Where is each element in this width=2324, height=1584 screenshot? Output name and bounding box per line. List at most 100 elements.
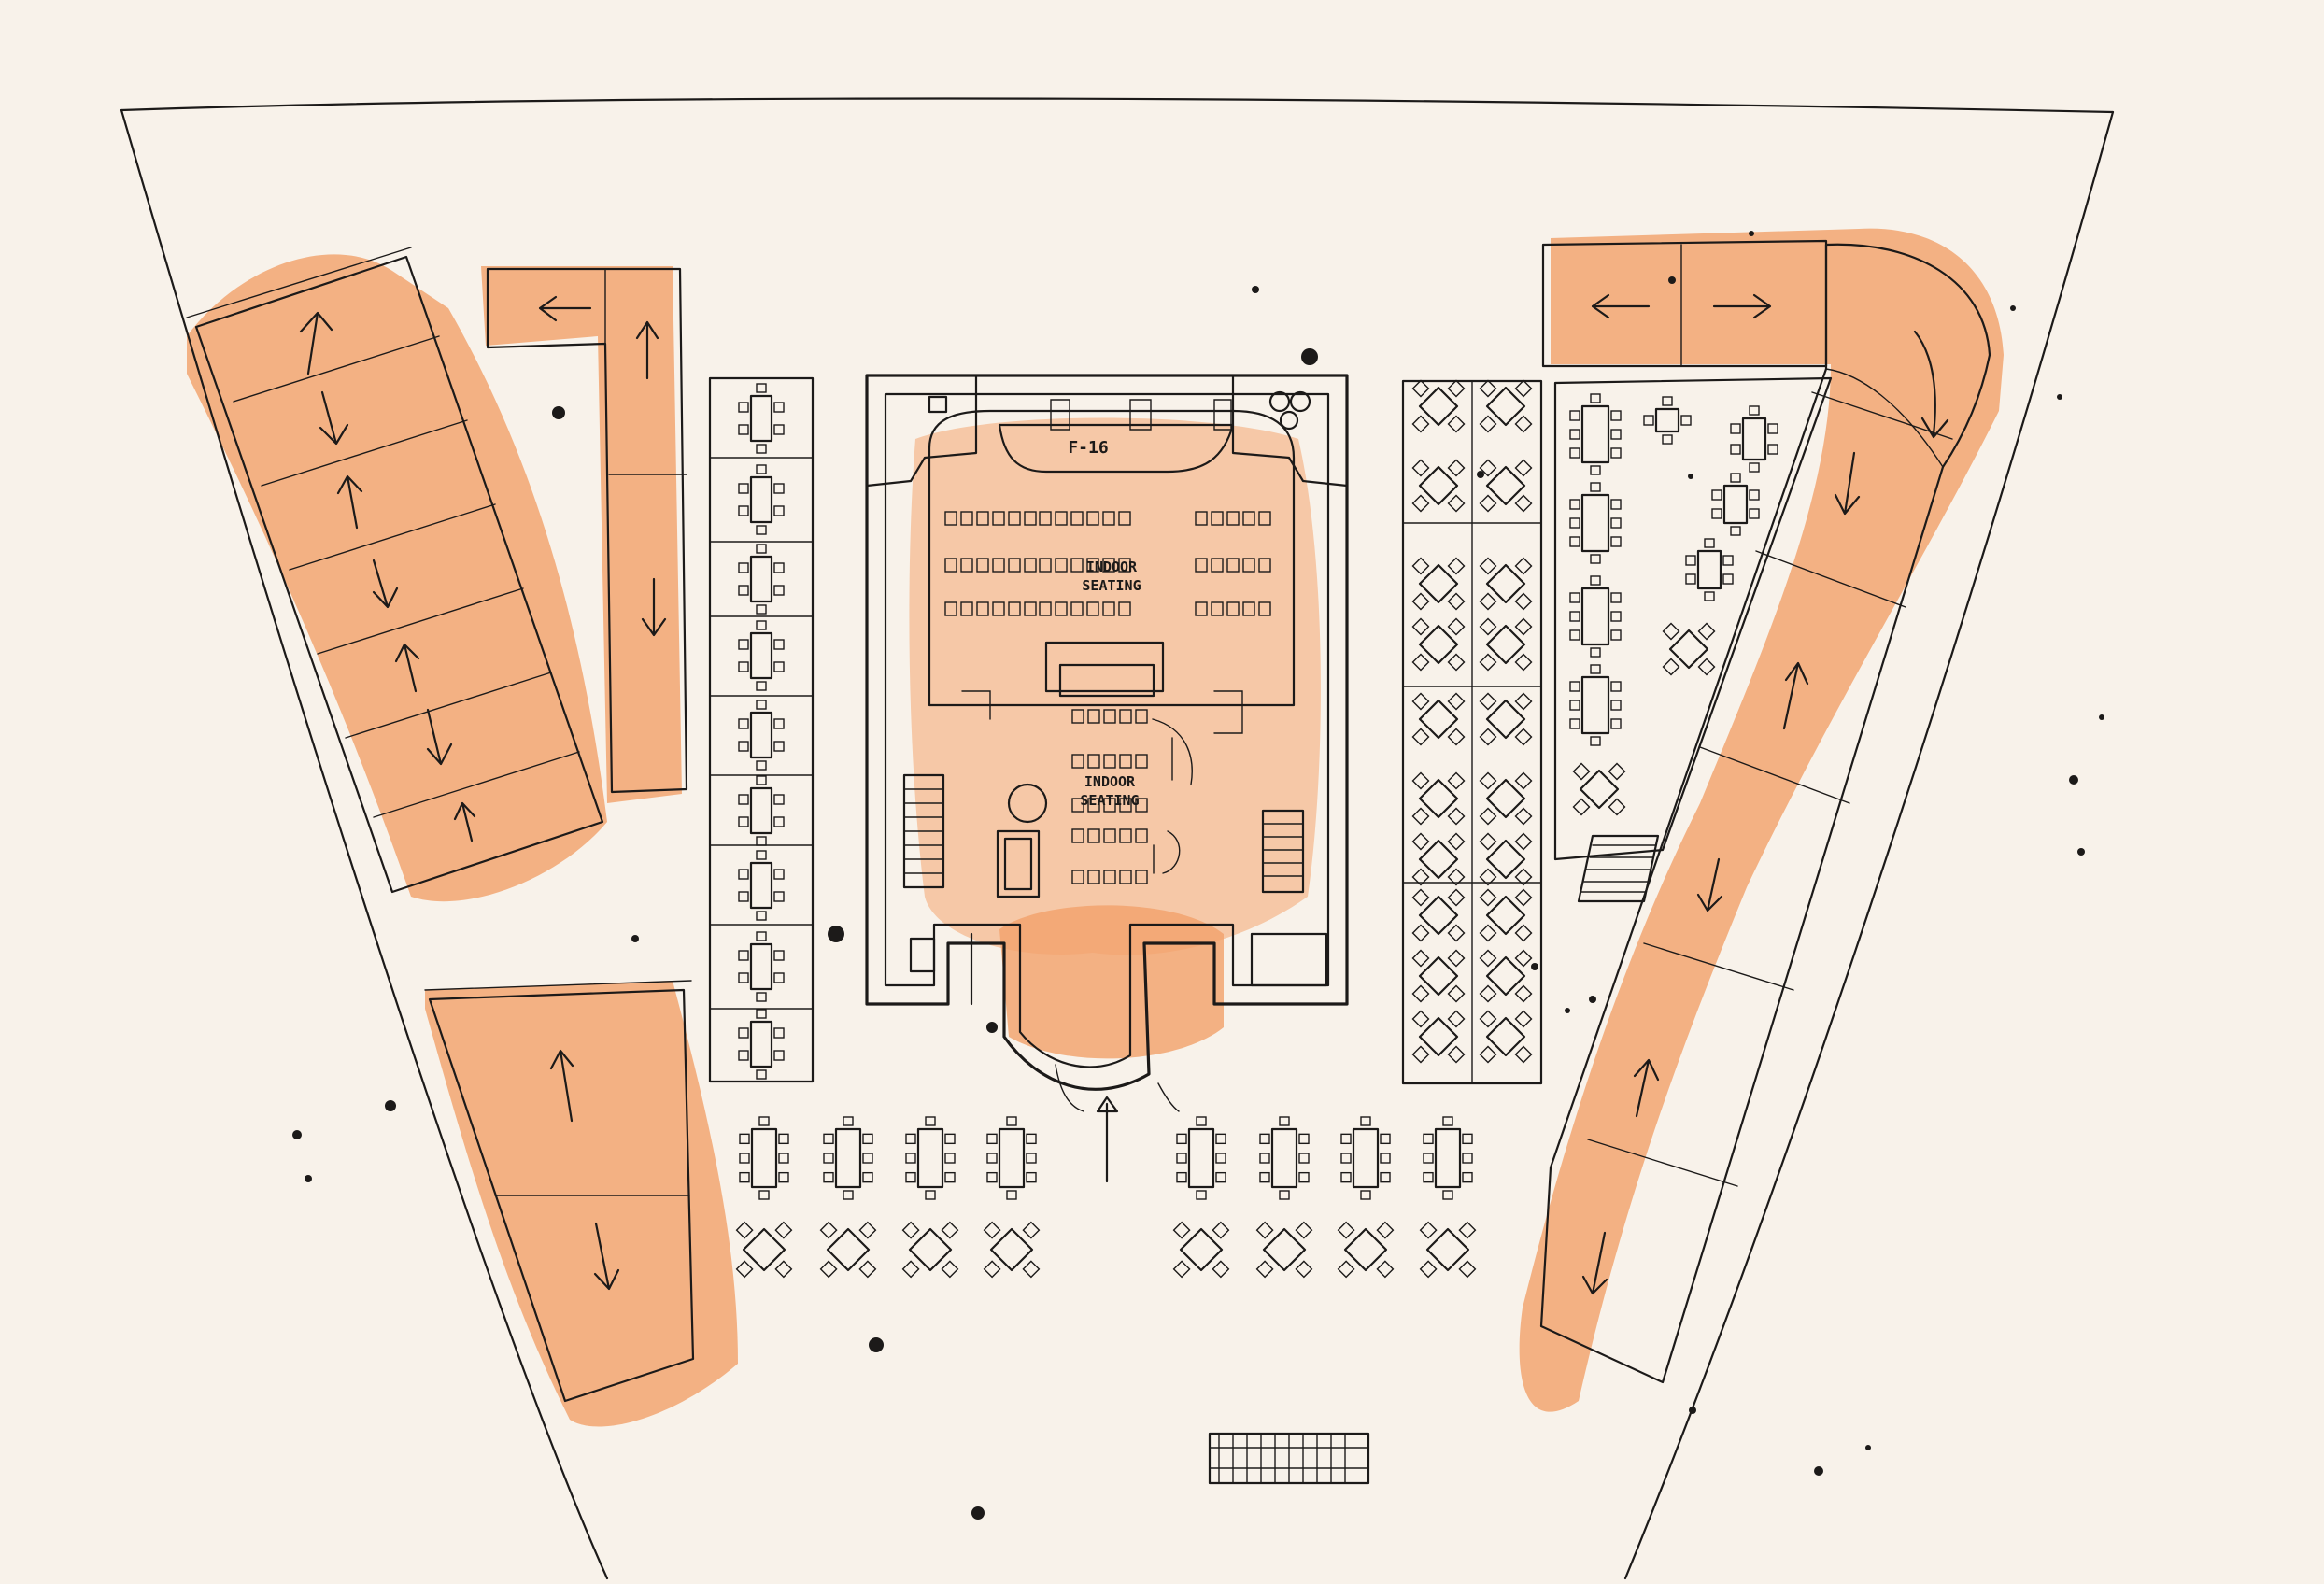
indoor-seat — [1024, 558, 1037, 573]
indoor-seat — [1195, 558, 1208, 573]
indoor-seat — [960, 511, 973, 526]
diamond-table — [1411, 617, 1466, 672]
table-with-chairs — [738, 620, 785, 691]
diamond-table — [1255, 1221, 1313, 1279]
diamond-table — [1411, 832, 1466, 886]
down-arrow-icon — [593, 1222, 620, 1291]
indoor-seat — [1087, 828, 1100, 843]
ink-splatter — [869, 1337, 884, 1352]
indoor-seat — [976, 601, 989, 616]
indoor-seat — [1211, 511, 1224, 526]
indoor-seating-tables — [944, 511, 1271, 884]
upper-seating-label-line2: SEATING — [1082, 577, 1141, 594]
indoor-seat — [1258, 601, 1271, 616]
indoor-seat — [976, 558, 989, 573]
ink-splatter — [1689, 1407, 1696, 1414]
ink-splatter — [1668, 276, 1676, 284]
table-with-chairs — [738, 850, 785, 921]
indoor-seat — [1103, 828, 1116, 843]
indoor-seat — [1070, 558, 1084, 573]
indoor-seat — [1071, 754, 1084, 769]
bottom-stair — [1208, 1432, 1370, 1485]
indoor-seat — [1103, 709, 1116, 724]
indoor-seat — [1135, 709, 1148, 724]
ink-splatter — [2077, 848, 2085, 856]
ink-splatter — [2099, 714, 2104, 720]
indoor-seat — [1135, 798, 1148, 813]
indoor-seat — [1008, 601, 1021, 616]
indoor-seat — [1039, 511, 1052, 526]
indoor-seat — [1135, 870, 1148, 884]
indoor-seat — [1242, 558, 1255, 573]
indoor-seat — [1008, 511, 1021, 526]
table-with-chairs — [1569, 575, 1622, 658]
diamond-table — [1479, 888, 1533, 942]
indoor-seat — [1102, 511, 1115, 526]
left-arrow-icon — [1591, 293, 1651, 319]
ink-splatter — [2010, 305, 2016, 311]
ink-splatter — [971, 1506, 985, 1520]
outdoor-tables-right-grid — [1401, 379, 1543, 1085]
ink-splatter — [552, 406, 565, 419]
indoor-seat — [1055, 601, 1068, 616]
indoor-seat — [1087, 709, 1100, 724]
ink-splatter — [2057, 394, 2062, 400]
watercolor-washes — [187, 228, 2004, 1427]
table-with-chairs — [1569, 482, 1622, 564]
indoor-seat — [944, 558, 957, 573]
indoor-seat — [1118, 511, 1131, 526]
down-arrow-icon — [426, 708, 453, 766]
diamond-table — [1662, 622, 1716, 676]
corner-tower-left — [865, 374, 978, 488]
indoor-seat — [1119, 754, 1132, 769]
diamond-table — [1411, 949, 1466, 1003]
indoor-seat — [1071, 870, 1084, 884]
down-arrow-icon — [1696, 857, 1723, 912]
indoor-seat — [1055, 511, 1068, 526]
indoor-seat — [1087, 798, 1100, 813]
diamond-table — [1337, 1221, 1395, 1279]
room-code-label: F-16 — [1068, 438, 1108, 458]
diamond-table — [1479, 557, 1533, 611]
outdoor-tables-bottom — [735, 1116, 1477, 1279]
table-with-chairs — [1340, 1116, 1391, 1200]
indoor-seat — [960, 601, 973, 616]
right-side-stair — [1577, 834, 1660, 903]
indoor-seat — [1071, 798, 1084, 813]
indoor-seat — [1087, 870, 1100, 884]
table-with-chairs — [738, 775, 785, 846]
parking-bay-left-angled — [186, 247, 604, 894]
site-boundary — [120, 97, 2115, 1580]
ink-splatter — [2069, 775, 2078, 785]
down-arrow-icon — [641, 577, 667, 637]
diamond-table — [1411, 459, 1466, 513]
table-with-chairs — [1569, 664, 1622, 746]
up-arrow-icon — [299, 311, 333, 375]
indoor-seat — [1119, 798, 1132, 813]
table-with-chairs — [739, 1116, 789, 1200]
diamond-table — [1411, 771, 1466, 826]
table-with-chairs — [1711, 473, 1760, 536]
up-arrow-icon — [635, 320, 659, 380]
outdoor-tables-left-column — [708, 376, 815, 1083]
indoor-seat — [1103, 754, 1116, 769]
table-with-chairs — [905, 1116, 956, 1200]
indoor-seat — [1103, 798, 1116, 813]
down-arrow-icon — [1581, 1231, 1608, 1295]
indoor-seat — [1087, 754, 1100, 769]
indoor-seat — [1195, 601, 1208, 616]
table-with-chairs — [738, 464, 785, 535]
indoor-seat — [1211, 558, 1224, 573]
indoor-seat — [1055, 558, 1068, 573]
table-with-chairs — [738, 700, 785, 771]
ink-splatter — [1688, 474, 1693, 479]
table-with-chairs — [1259, 1116, 1310, 1200]
down-arrow-icon — [1834, 451, 1861, 516]
indoor-seat — [1242, 511, 1255, 526]
indoor-seat — [976, 511, 989, 526]
diamond-table — [1479, 692, 1533, 746]
diamond-table — [1411, 888, 1466, 942]
ink-splatter — [1565, 1008, 1570, 1013]
up-arrow-icon — [453, 801, 476, 842]
diamond-table — [1411, 557, 1466, 611]
